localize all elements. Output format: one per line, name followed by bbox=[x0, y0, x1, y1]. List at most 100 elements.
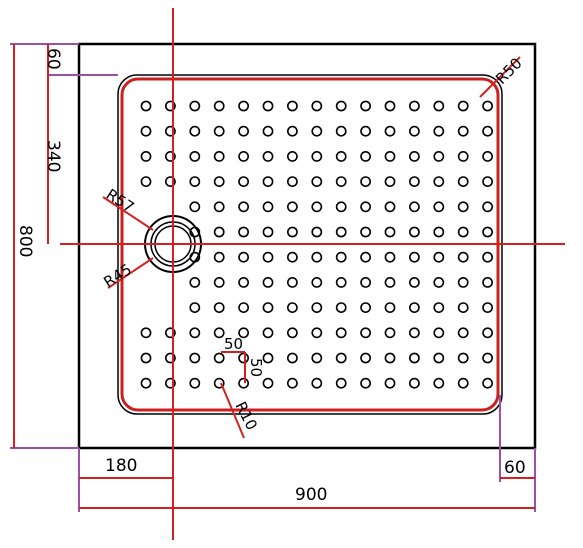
drain-hole bbox=[311, 100, 323, 112]
drain-hole bbox=[311, 201, 323, 213]
drain-hole bbox=[360, 125, 371, 137]
drain-hole bbox=[360, 150, 371, 162]
drain-hole bbox=[408, 377, 420, 389]
drain-hole bbox=[482, 327, 493, 339]
drain-hole bbox=[189, 352, 201, 364]
drain-hole bbox=[384, 327, 396, 339]
drain-hole bbox=[140, 327, 152, 339]
drain-hole bbox=[286, 201, 298, 213]
drain-hole bbox=[286, 125, 298, 137]
drain-hole bbox=[408, 100, 420, 112]
drain-hole bbox=[457, 327, 469, 339]
drain-hole bbox=[286, 276, 298, 288]
drain-hole bbox=[238, 377, 249, 389]
drain-hole bbox=[262, 150, 274, 162]
drain-hole bbox=[408, 226, 420, 238]
drain-hole bbox=[311, 176, 323, 187]
drain-hole bbox=[262, 352, 274, 364]
drain-hole bbox=[262, 176, 274, 187]
drain-hole bbox=[238, 302, 249, 313]
drain-hole bbox=[482, 201, 493, 213]
purple-dimension-lines bbox=[10, 43, 536, 512]
drain-hole bbox=[189, 201, 201, 213]
drain-hole bbox=[457, 377, 469, 389]
drain-hole bbox=[433, 276, 445, 288]
label-left-offset: 180 bbox=[105, 456, 137, 476]
drain-hole bbox=[384, 377, 396, 389]
drain-hole bbox=[311, 251, 323, 263]
drain-hole bbox=[335, 201, 347, 213]
drain-hole bbox=[213, 201, 225, 213]
drain-hole bbox=[335, 302, 347, 313]
drain-hole bbox=[482, 176, 493, 187]
drain-hole bbox=[384, 201, 396, 213]
drain-hole bbox=[189, 176, 201, 187]
drain-hole bbox=[213, 226, 225, 238]
drain-hole bbox=[286, 226, 298, 238]
drain-hole bbox=[213, 276, 225, 288]
label-right-margin: 60 bbox=[504, 458, 526, 478]
drain-hole bbox=[262, 327, 274, 339]
drain-hole bbox=[238, 176, 249, 187]
drain-hole bbox=[408, 327, 420, 339]
drain-hole bbox=[482, 100, 493, 112]
drain-hole bbox=[286, 377, 298, 389]
drain-hole bbox=[140, 377, 152, 389]
drain-hole bbox=[433, 201, 445, 213]
drain-hole bbox=[408, 201, 420, 213]
drain-hole bbox=[457, 276, 469, 288]
drain-hole bbox=[262, 302, 274, 313]
drain-hole bbox=[213, 251, 225, 263]
drain-hole bbox=[213, 150, 225, 162]
drain-hole bbox=[286, 100, 298, 112]
drain-hole bbox=[482, 125, 493, 137]
drain-hole bbox=[482, 352, 493, 364]
drain-hole bbox=[408, 176, 420, 187]
label-drain-offset: 340 bbox=[43, 140, 63, 172]
drain-hole bbox=[482, 302, 493, 313]
drain-hole bbox=[482, 251, 493, 263]
drain-hole bbox=[189, 377, 201, 389]
red-dimension-lines bbox=[13, 44, 535, 509]
drain-hole bbox=[164, 150, 176, 162]
drain-hole bbox=[311, 125, 323, 137]
drain-hole bbox=[311, 377, 323, 389]
drain-hole bbox=[360, 352, 371, 364]
drain-hole bbox=[213, 176, 225, 187]
drain-hole bbox=[335, 251, 347, 263]
drain-hole bbox=[457, 251, 469, 263]
drain-hole bbox=[140, 352, 152, 364]
drain-hole bbox=[433, 327, 445, 339]
drain-hole bbox=[238, 251, 249, 263]
drain-hole bbox=[433, 302, 445, 313]
drain-hole bbox=[164, 100, 176, 112]
drain-hole bbox=[408, 150, 420, 162]
drain-hole bbox=[213, 352, 225, 364]
drain-hole bbox=[286, 150, 298, 162]
drain-hole bbox=[457, 150, 469, 162]
drain-hole bbox=[238, 100, 249, 112]
drain-hole bbox=[164, 176, 176, 187]
drain-hole bbox=[311, 352, 323, 364]
drain-hole bbox=[433, 352, 445, 364]
drain-hole bbox=[164, 377, 176, 389]
drain-hole bbox=[262, 276, 274, 288]
drain-hole bbox=[335, 276, 347, 288]
drain-hole bbox=[335, 352, 347, 364]
drain-hole bbox=[311, 226, 323, 238]
label-corner-radius: R50 bbox=[492, 54, 526, 88]
drain-hole bbox=[360, 100, 371, 112]
label-drain-radius-outer: R57 bbox=[103, 185, 138, 216]
drain-hole bbox=[311, 327, 323, 339]
drain-hole bbox=[140, 176, 152, 187]
drain-hole bbox=[360, 201, 371, 213]
label-hole-radius: R10 bbox=[231, 399, 260, 433]
drain-hole bbox=[189, 276, 201, 288]
drain-hole bbox=[189, 100, 201, 112]
drain-hole bbox=[457, 201, 469, 213]
drain-hole bbox=[311, 150, 323, 162]
drain-hole bbox=[335, 377, 347, 389]
drain-hole bbox=[262, 125, 274, 137]
drain-hole bbox=[457, 100, 469, 112]
